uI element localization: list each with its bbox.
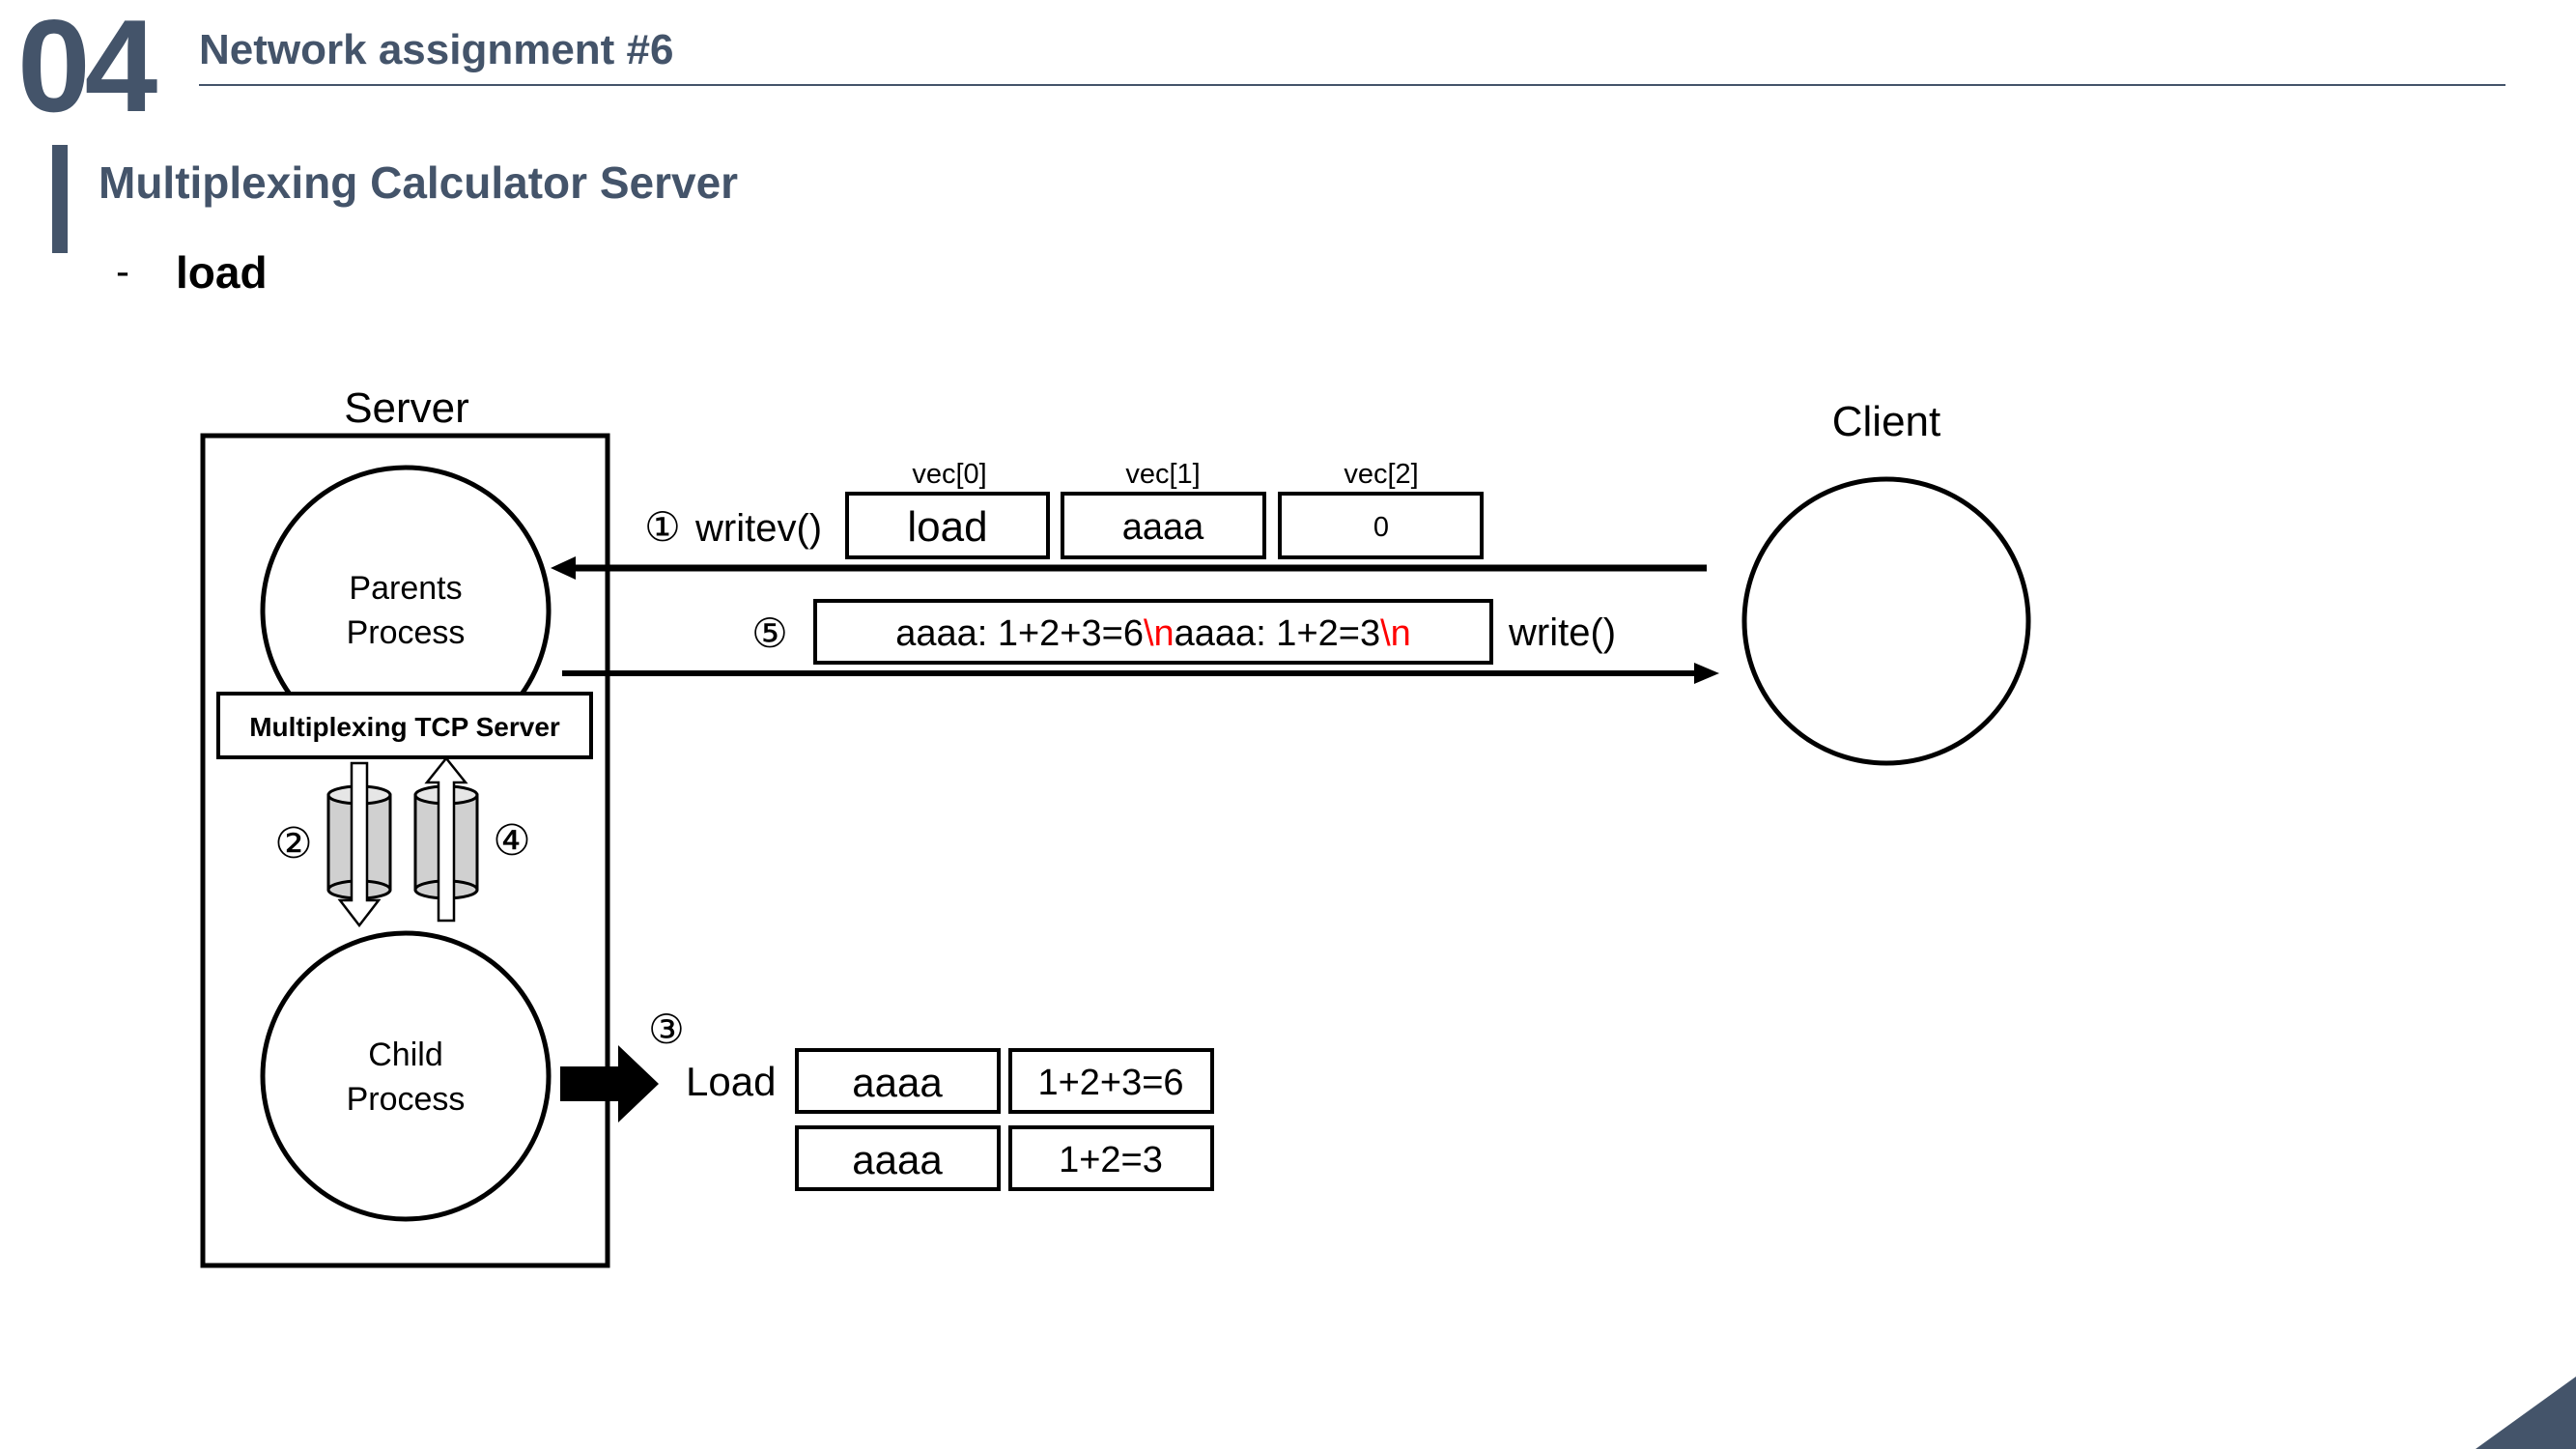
table-row2-expr-cell — [1008, 1125, 1214, 1191]
table-row1-expr-cell — [1008, 1048, 1214, 1114]
response-arrowhead — [1694, 663, 1719, 684]
bullet-dash: - — [116, 248, 129, 294]
pipe-down-icon — [326, 761, 392, 928]
writev-label: writev() — [694, 507, 822, 550]
response-box — [813, 599, 1493, 665]
page-title: Network assignment #6 — [199, 26, 674, 73]
bullet-text: load — [176, 247, 268, 298]
step5-number: ⑤ — [751, 611, 788, 656]
pipe-up-icon — [413, 755, 479, 923]
section-accent-bar — [52, 145, 68, 253]
step3-number: ③ — [648, 1007, 685, 1052]
mux-server-label: Multiplexing TCP Server — [249, 712, 560, 742]
request-arrowhead — [551, 556, 576, 580]
child-process-line2: Process — [347, 1081, 466, 1118]
vec1-label: vec[1] — [1125, 459, 1200, 490]
vec0-value: load — [907, 503, 987, 551]
vec2-label: vec[2] — [1344, 459, 1418, 490]
step4-number: ④ — [493, 817, 530, 865]
child-process-line1: Child — [368, 1037, 442, 1073]
table-row1-name: aaaa — [852, 1060, 943, 1105]
mux-server-box — [216, 692, 593, 759]
vec0-label: vec[0] — [912, 459, 986, 490]
vec1-value: aaaa — [1122, 507, 1204, 548]
load-label: Load — [686, 1059, 776, 1104]
server-box — [200, 433, 610, 1268]
table-row1-expr: 1+2+3=6 — [1037, 1063, 1183, 1103]
corner-decoration — [2476, 1377, 2576, 1449]
parents-process-line1: Parents — [349, 570, 462, 607]
write-label: write() — [1508, 611, 1616, 654]
vec2-box — [1278, 492, 1484, 559]
parents-process-line2: Process — [347, 614, 466, 651]
slide-number: 04 — [17, 0, 157, 139]
client-label: Client — [1832, 398, 1941, 445]
vec2-value: 0 — [1373, 512, 1389, 543]
client-circle — [1741, 476, 2031, 766]
response-text: aaaa: 1+2+3=6\naaaa: 1+2=3\n — [895, 613, 1411, 654]
step1-number: ① — [644, 504, 681, 550]
table-row2-name-cell — [795, 1125, 1001, 1191]
server-label: Server — [344, 384, 469, 432]
step2-number: ② — [274, 820, 312, 867]
section-title: Multiplexing Calculator Server — [99, 157, 739, 208]
load-arrow-icon — [560, 1045, 659, 1122]
response-part2: aaaa: 1+2=3 — [1175, 613, 1380, 654]
table-row1-name-cell — [795, 1048, 1001, 1114]
vec1-box — [1061, 492, 1266, 559]
header-divider — [199, 84, 2505, 86]
vec0-box — [845, 492, 1050, 559]
response-part1: aaaa: 1+2+3=6 — [895, 613, 1144, 654]
response-newline1: \n — [1144, 613, 1175, 654]
child-process-circle — [260, 930, 552, 1222]
response-newline2: \n — [1380, 613, 1411, 654]
table-row2-name: aaaa — [852, 1137, 943, 1182]
table-row2-expr: 1+2=3 — [1059, 1140, 1163, 1180]
